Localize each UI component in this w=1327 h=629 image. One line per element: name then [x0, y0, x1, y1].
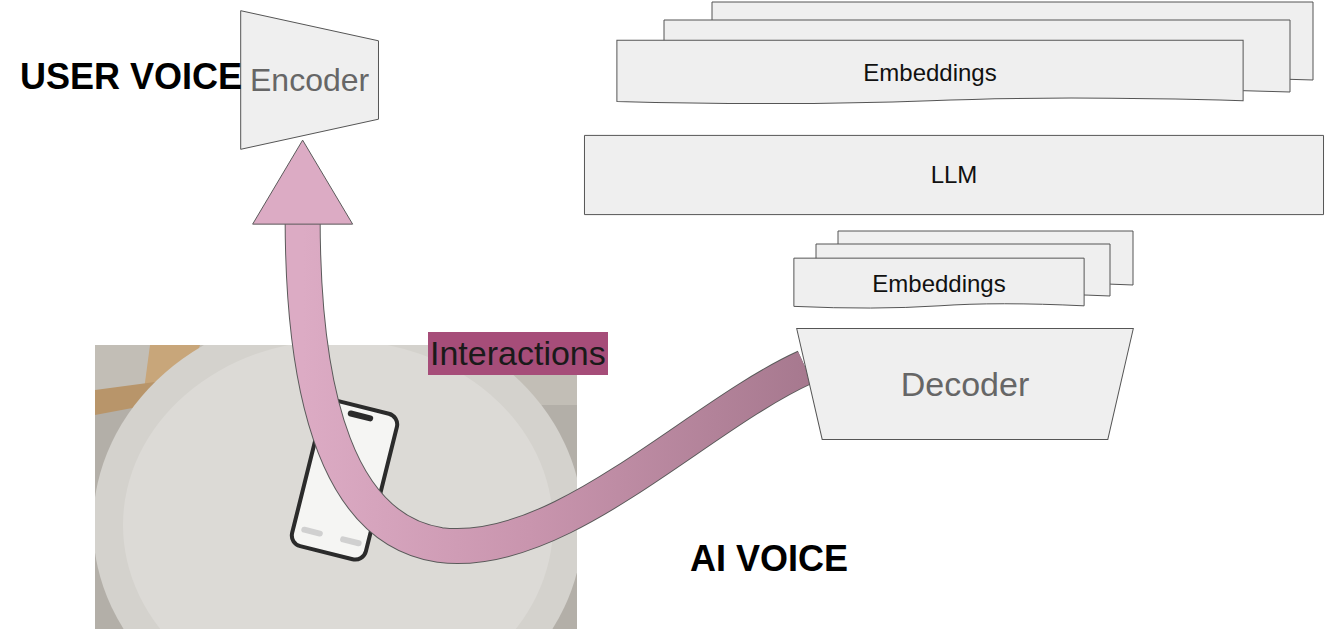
block-title: Embeddings — [872, 270, 1005, 298]
llm-block: LLM — [583, 135, 1325, 215]
decoder-block: Decoder — [795, 328, 1135, 440]
embeddings-block: Embeddings — [615, 40, 1245, 106]
encoder-block: Encoder — [240, 10, 379, 150]
edge-label: Interactions — [428, 332, 608, 375]
output-label: AI VOICE — [690, 538, 848, 580]
block-title: Embeddings — [863, 59, 996, 87]
block-title: Encoder — [250, 62, 369, 99]
embeddings-block: Embeddings — [793, 258, 1085, 310]
input-label: USER VOICE — [20, 56, 242, 98]
block-title: LLM — [931, 161, 978, 189]
block-title: Decoder — [901, 365, 1030, 404]
